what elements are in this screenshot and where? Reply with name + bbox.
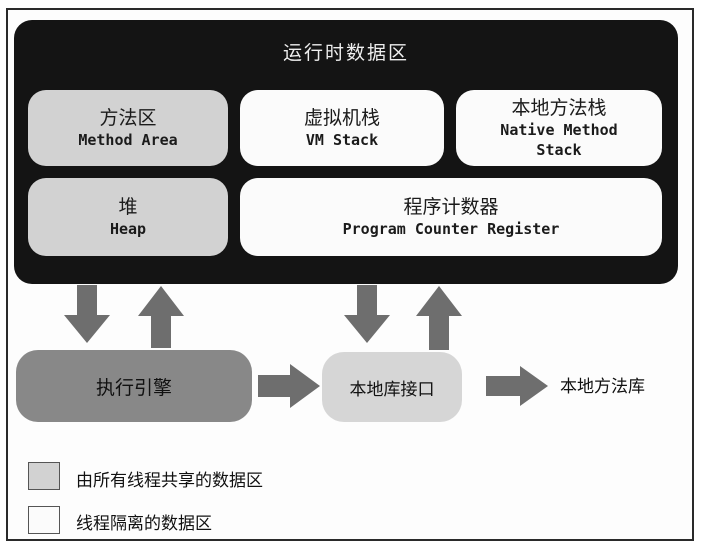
pc-register-en: Program Counter Register: [342, 220, 560, 238]
native-method-stack-en-line2: Stack: [536, 141, 582, 159]
method-area-block: 方法区 Method Area: [28, 90, 228, 166]
heap-zh: 堆: [118, 196, 138, 218]
heap-block: 堆 Heap: [28, 178, 228, 256]
method-area-zh: 方法区: [99, 107, 157, 129]
execution-engine-block: 执行引擎: [16, 350, 252, 422]
legend-isolated-swatch: [28, 506, 60, 534]
down-arrow-icon: [64, 285, 110, 343]
execution-engine-label: 执行引擎: [95, 376, 172, 399]
native-method-stack-block: 本地方法栈 Native Method Stack: [456, 90, 662, 166]
pc-register-zh: 程序计数器: [403, 196, 499, 218]
native-method-stack-zh: 本地方法栈: [511, 97, 607, 119]
vm-stack-en: VM Stack: [305, 131, 379, 149]
legend-isolated-label: 线程隔离的数据区: [76, 514, 212, 534]
up-arrow-icon: [416, 286, 462, 350]
down-arrow-icon: [344, 285, 390, 343]
legend-shared-swatch: [28, 462, 60, 490]
right-arrow-icon: [486, 366, 548, 406]
native-interface-block: 本地库接口: [322, 352, 462, 422]
native-library-label: 本地方法库: [560, 377, 645, 397]
native-interface-label: 本地库接口: [349, 379, 435, 400]
right-arrow-icon: [258, 364, 320, 408]
runtime-data-area: 运行时数据区 方法区 Method Area 虚拟机栈 VM Stack 本地方…: [14, 20, 678, 284]
pc-register-block: 程序计数器 Program Counter Register: [240, 178, 662, 256]
up-arrow-icon: [138, 286, 184, 348]
runtime-data-area-title: 运行时数据区: [282, 42, 409, 64]
method-area-en: Method Area: [78, 131, 178, 149]
legend-shared-label: 由所有线程共享的数据区: [76, 471, 263, 491]
vm-stack-zh: 虚拟机栈: [303, 107, 380, 129]
vm-stack-block: 虚拟机栈 VM Stack: [240, 90, 444, 166]
native-method-stack-en-line1: Native Method: [500, 121, 618, 139]
heap-en: Heap: [109, 220, 147, 238]
